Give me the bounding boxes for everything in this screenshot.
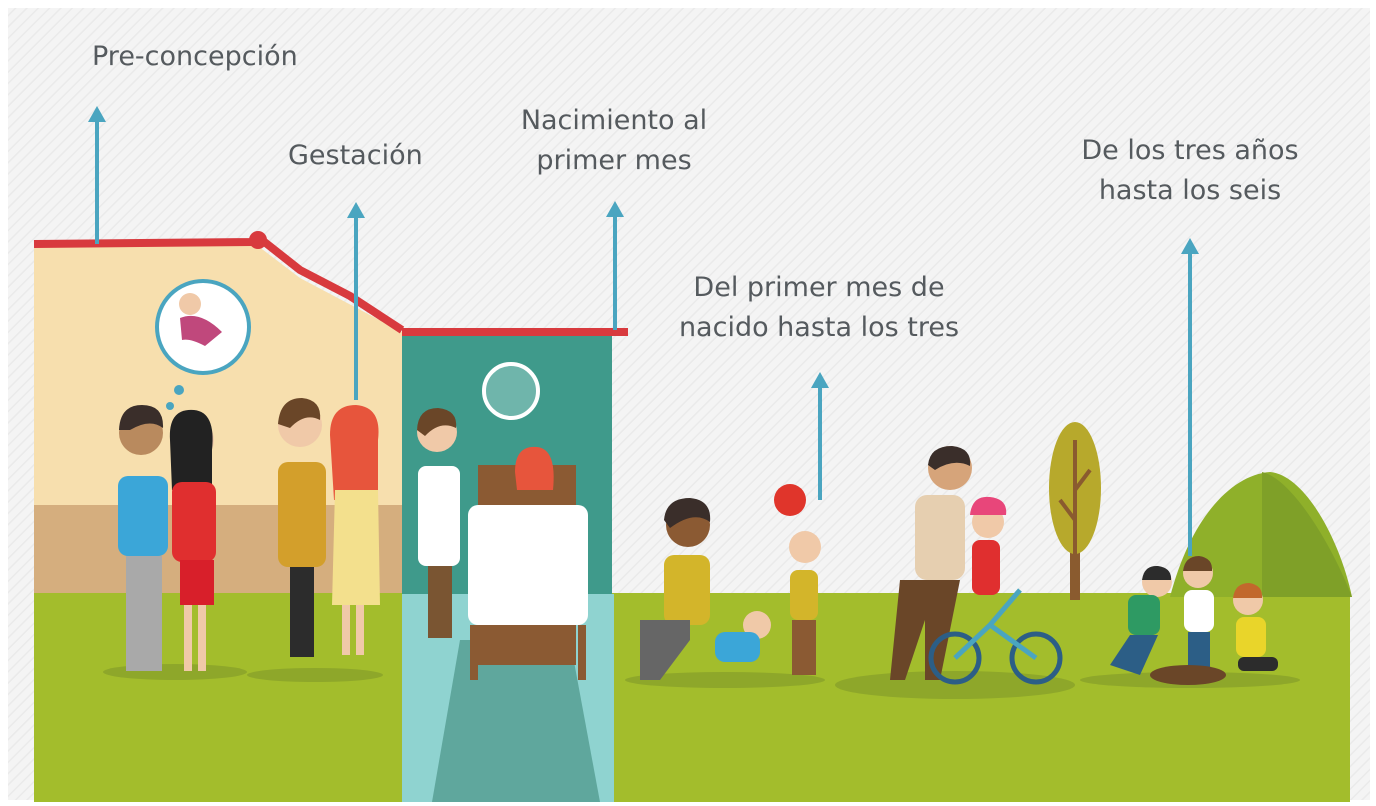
- children-gardening: [1080, 556, 1300, 688]
- couple-preconception: [103, 405, 247, 680]
- label-tres-seis: De los tres años hasta los seis: [1081, 135, 1299, 206]
- arrow-gestacion: [347, 202, 365, 400]
- couple-gestation: [247, 398, 383, 682]
- arrow-nacimiento: [606, 201, 624, 330]
- arrow-preconcepcion: [88, 106, 106, 244]
- arrow-tres-seis: [1181, 238, 1199, 556]
- doctor-and-mother: [417, 408, 588, 680]
- father-with-babies: [625, 484, 825, 688]
- label-gestacion: Gestación: [288, 140, 423, 171]
- label-nacimiento: Nacimiento al primer mes: [520, 105, 708, 176]
- tree: [1049, 422, 1101, 600]
- label-preconcepcion: Pre-concepción: [92, 41, 298, 72]
- baby-thought-bubble: [155, 279, 251, 410]
- label-primer-mes: Del primer mes de nacido hasta los tres: [678, 272, 960, 343]
- timeline-arrows: [88, 106, 1199, 556]
- grandfather-bike: [835, 446, 1075, 699]
- arrow-primer-mes: [811, 372, 829, 500]
